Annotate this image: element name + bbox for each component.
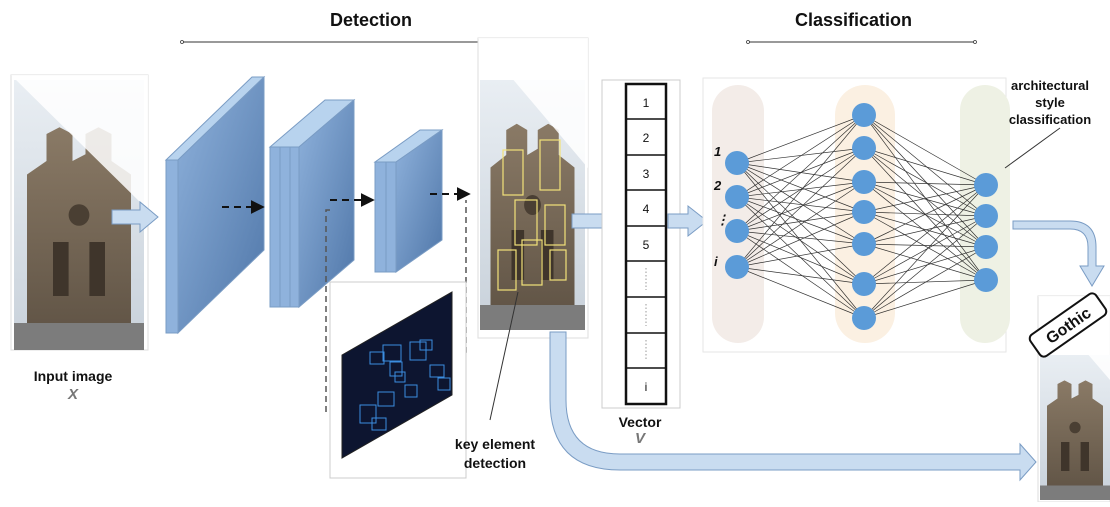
network-edge bbox=[736, 162, 865, 213]
network-edge bbox=[863, 181, 987, 281]
vector-var: V bbox=[634, 430, 645, 447]
network-edge bbox=[863, 215, 987, 285]
key-element-detection-image bbox=[477, 37, 589, 339]
hidden-node bbox=[852, 170, 876, 194]
conv-layer-1 bbox=[164, 75, 266, 335]
network-edge bbox=[863, 243, 987, 248]
note-pointer bbox=[1004, 127, 1061, 169]
classification-title: Classification bbox=[795, 10, 913, 30]
network-edge bbox=[863, 215, 987, 245]
network-edge bbox=[736, 147, 865, 164]
feature-map-inset bbox=[329, 281, 467, 479]
network-edge bbox=[736, 266, 865, 285]
input-image-var: X bbox=[67, 386, 78, 403]
input-node bbox=[725, 151, 749, 175]
input-node-label: i bbox=[714, 254, 718, 269]
network-edge bbox=[863, 211, 987, 281]
note-line-2: style bbox=[1035, 95, 1065, 110]
key-element-label-1: key element bbox=[454, 436, 536, 452]
input-node-label: 2 bbox=[714, 178, 722, 193]
input-image-label: Input image bbox=[33, 368, 113, 384]
vector-cell: 1 bbox=[642, 96, 650, 110]
output-node bbox=[974, 268, 998, 292]
network-edge bbox=[736, 147, 865, 198]
vector-cell: i bbox=[644, 380, 648, 394]
note-line-1: architectural bbox=[1010, 78, 1090, 93]
network-edge bbox=[863, 211, 987, 217]
network-edge bbox=[863, 181, 987, 186]
network-edge bbox=[863, 114, 987, 217]
note-line-3: classification bbox=[1008, 112, 1092, 127]
hidden-node bbox=[852, 136, 876, 160]
network-edge bbox=[736, 181, 865, 268]
classifier-network bbox=[702, 77, 1010, 353]
network-edge bbox=[863, 279, 987, 319]
to-network-arrow bbox=[667, 204, 708, 238]
bypass-arrow bbox=[549, 331, 1037, 482]
output-arrow bbox=[1012, 220, 1105, 287]
network-edge bbox=[736, 230, 865, 245]
network-edge bbox=[863, 279, 987, 285]
network-edge bbox=[736, 114, 865, 198]
network-edge bbox=[863, 114, 987, 186]
input-node-label: ⋮ bbox=[716, 212, 729, 227]
network-edge bbox=[863, 184, 987, 213]
input-node bbox=[725, 255, 749, 279]
conv-layer-3 bbox=[373, 129, 444, 273]
network-edge bbox=[736, 162, 865, 245]
network-edge bbox=[863, 184, 987, 285]
network-edge bbox=[736, 211, 865, 268]
network-edge bbox=[736, 114, 865, 268]
hidden-node bbox=[852, 272, 876, 296]
network-edge bbox=[863, 147, 987, 248]
vector-cell: 4 bbox=[642, 202, 650, 216]
network-edge bbox=[736, 114, 865, 232]
key-element-label-2: detection bbox=[463, 455, 527, 471]
network-edge bbox=[736, 230, 865, 319]
network-edge bbox=[863, 114, 987, 248]
vector-cell: 5 bbox=[642, 238, 650, 252]
network-edge bbox=[736, 196, 865, 213]
input-node-label: 1 bbox=[714, 144, 722, 159]
network-edge bbox=[863, 243, 987, 281]
network-edge bbox=[736, 181, 865, 232]
vector-cell: 2 bbox=[642, 131, 650, 145]
hidden-node bbox=[852, 232, 876, 256]
output-node bbox=[974, 173, 998, 197]
network-edge bbox=[736, 230, 865, 285]
input-node bbox=[725, 185, 749, 209]
hidden-node bbox=[852, 200, 876, 224]
input-arrow bbox=[111, 200, 159, 234]
hidden-node bbox=[852, 103, 876, 127]
network-edge bbox=[863, 147, 987, 217]
network-edge bbox=[736, 147, 865, 232]
vector-column bbox=[601, 79, 681, 409]
output-node bbox=[974, 235, 998, 259]
network-edge bbox=[736, 196, 865, 245]
network-edge bbox=[863, 246, 987, 319]
network-edge bbox=[736, 266, 865, 319]
input-node bbox=[725, 219, 749, 243]
vector-cell: 3 bbox=[642, 167, 650, 181]
network-edge bbox=[863, 215, 987, 319]
network-edge bbox=[863, 181, 987, 217]
network-edge bbox=[736, 147, 865, 268]
vector-label: Vector bbox=[618, 414, 662, 430]
conv-layer-2 bbox=[268, 98, 356, 309]
network-edge bbox=[863, 184, 987, 319]
network-edge bbox=[736, 114, 865, 164]
network-edge bbox=[863, 246, 987, 285]
network-edge bbox=[863, 184, 987, 245]
output-node bbox=[974, 204, 998, 228]
network-edge bbox=[863, 147, 987, 186]
network-edge bbox=[863, 211, 987, 248]
network-edge bbox=[736, 243, 865, 268]
detection-title: Detection bbox=[330, 10, 413, 30]
key-element-pointer bbox=[489, 291, 519, 421]
hidden-node bbox=[852, 306, 876, 330]
network-edge bbox=[736, 211, 865, 232]
